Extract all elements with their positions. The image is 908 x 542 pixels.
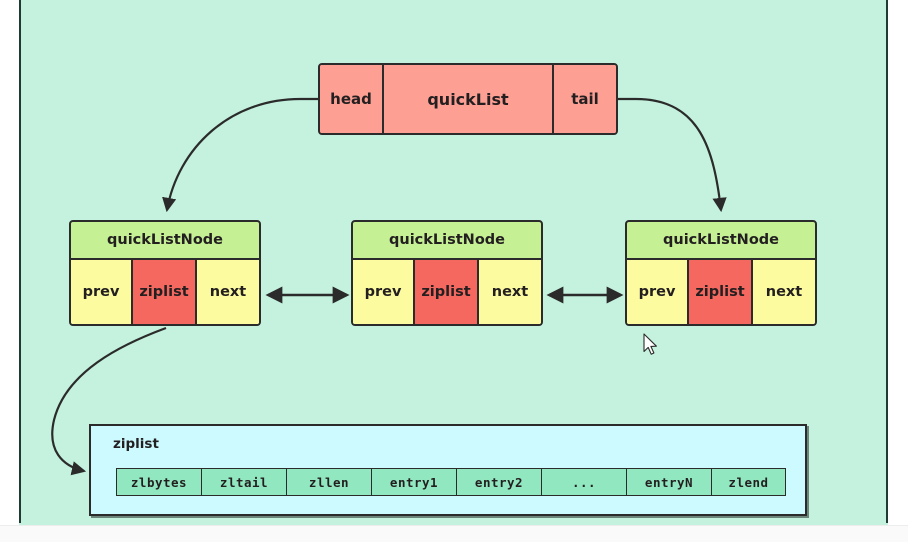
quicklistnode-2-prev: prev xyxy=(353,260,415,324)
page-bottom-strip xyxy=(0,525,908,542)
ziplist-cell-row: zlbytes zltail zllen entry1 entry2 ... e… xyxy=(116,468,786,496)
quicklist-title: quickList xyxy=(384,65,554,133)
quicklistnode-3-next: next xyxy=(753,260,815,324)
ziplist-detail-title: ziplist xyxy=(113,436,159,452)
ziplist-cell-entryN: entryN xyxy=(627,469,712,495)
ziplist-cell-zlbytes: zlbytes xyxy=(117,469,202,495)
quicklistnode-3-prev: prev xyxy=(627,260,689,324)
ziplist-cell-zllen: zllen xyxy=(287,469,372,495)
quicklistnode-1-prev: prev xyxy=(71,260,133,324)
quicklistnode-1-next: next xyxy=(197,260,259,324)
quicklist-struct: head quickList tail xyxy=(318,63,618,135)
quicklistnode-2-next: next xyxy=(479,260,541,324)
quicklistnode-2: quickListNode prev ziplist next xyxy=(351,220,543,326)
ziplist-cell-zltail: zltail xyxy=(202,469,287,495)
ziplist-cell-entry1: entry1 xyxy=(372,469,457,495)
quicklistnode-3: quickListNode prev ziplist next xyxy=(625,220,817,326)
ziplist-cell-entry2: entry2 xyxy=(457,469,542,495)
quicklistnode-3-ziplist: ziplist xyxy=(689,260,753,324)
quicklistnode-1-ziplist: ziplist xyxy=(133,260,197,324)
ziplist-cell-ellipsis: ... xyxy=(542,469,627,495)
quicklist-tail-field: tail xyxy=(554,65,616,133)
quicklist-head-field: head xyxy=(320,65,384,133)
quicklistnode-2-title: quickListNode xyxy=(351,220,543,260)
quicklistnode-1: quickListNode prev ziplist next xyxy=(69,220,261,326)
quicklistnode-2-fields: prev ziplist next xyxy=(351,260,543,326)
mouse-pointer-icon xyxy=(643,333,657,355)
quicklistnode-3-fields: prev ziplist next xyxy=(625,260,817,326)
ziplist-cell-zlend: zlend xyxy=(712,469,785,495)
canvas-bottom-edge xyxy=(19,523,888,525)
quicklistnode-3-title: quickListNode xyxy=(625,220,817,260)
quicklistnode-1-title: quickListNode xyxy=(69,220,261,260)
quicklistnode-1-fields: prev ziplist next xyxy=(69,260,261,326)
quicklistnode-2-ziplist: ziplist xyxy=(415,260,479,324)
ziplist-detail-box: ziplist zlbytes zltail zllen entry1 entr… xyxy=(89,424,807,516)
